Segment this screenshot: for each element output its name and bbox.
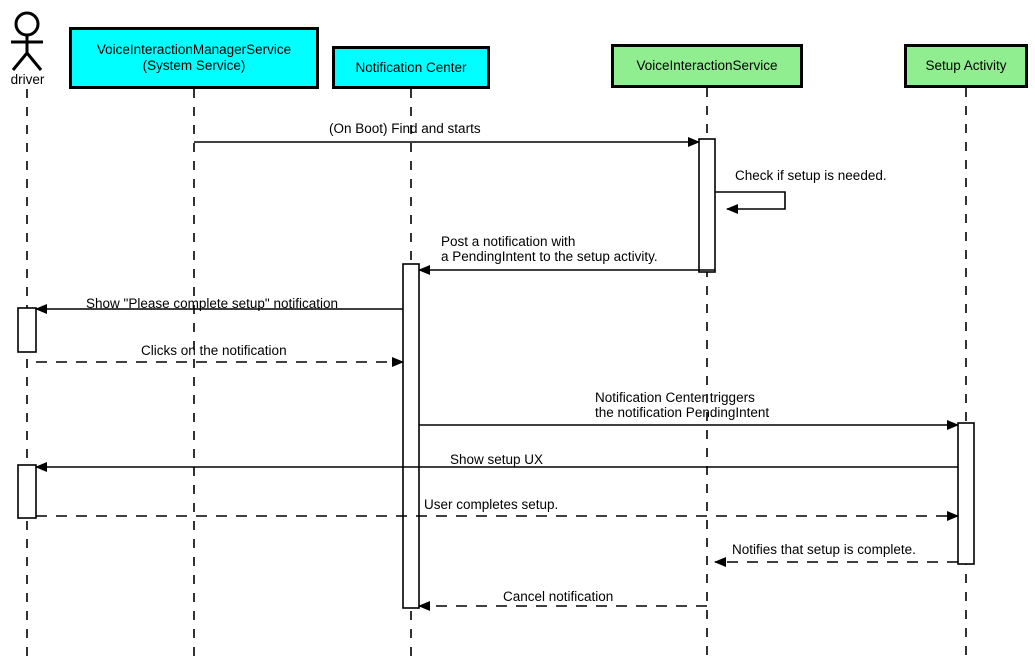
activation-bar-driver-1 [17,464,37,519]
participant-box-vims[interactable]: VoiceInteractionManagerService (System S… [69,27,319,89]
participant-box-vis[interactable]: VoiceInteractionService [611,44,803,88]
message-label-7: Show setup UX [450,452,544,467]
activation-bar-driver-0 [17,307,37,353]
participant-label-vims: VoiceInteractionManagerService (System S… [96,42,292,73]
message-arrows-group [35,137,959,611]
participant-box-notifcenter[interactable]: Notification Center [332,46,490,89]
activation-bars-group [17,138,975,609]
activation-bar-notifcenter-2 [402,263,420,609]
participant-label-notifcenter: Notification Center [355,59,467,75]
participant-label-vis: VoiceInteractionService [636,58,778,73]
message-label-3: Post a notification with a PendingIntent… [441,234,658,264]
participant-label-setup: Setup Activity [925,58,1007,73]
message-label-2: Check if setup is needed. [735,168,887,183]
message-label-4: Show "Please complete setup" notificatio… [86,296,338,311]
message-label-5: Clicks on the notification [141,343,287,358]
message-arrow-self-2 [715,191,786,214]
actor-driver-icon [11,11,43,71]
message-label-8: User completes setup. [424,497,559,512]
message-label-10: Cancel notification [503,589,614,604]
activation-bar-vis-3 [698,138,716,273]
message-label-9: Notifies that setup is complete. [732,542,916,557]
message-label-6: Notification Center triggers the notific… [595,390,770,420]
participant-box-setup[interactable]: Setup Activity [904,44,1028,88]
actor-label-driver: driver [10,72,45,87]
message-label-1: (On Boot) Find and starts [329,121,481,136]
activation-bar-setup-4 [957,422,975,565]
